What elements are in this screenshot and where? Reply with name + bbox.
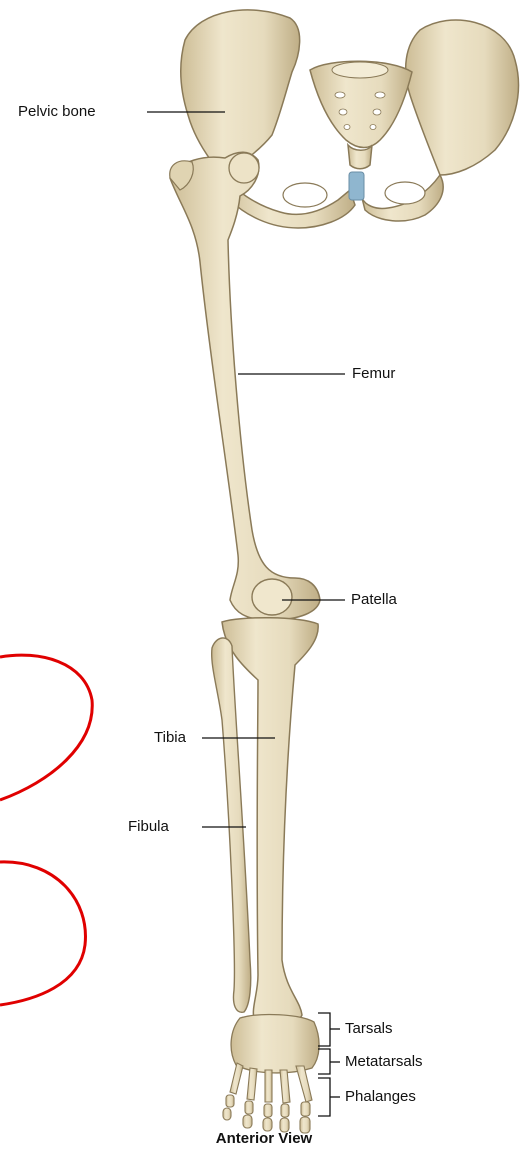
sacral-promontory <box>332 62 388 78</box>
caption-anterior-view: Anterior View <box>0 1130 528 1147</box>
metatarsal-and-phalanx-bones <box>223 1063 312 1133</box>
label-fibula: Fibula <box>128 818 169 836</box>
label-femur: Femur <box>352 365 395 383</box>
tarsal-bones <box>231 1015 319 1073</box>
red-circle-lower <box>0 862 85 1005</box>
bracket-metatarsals <box>318 1049 330 1074</box>
label-phalanges: Phalanges <box>345 1088 416 1106</box>
red-circle-upper <box>0 655 92 800</box>
label-tarsals: Tarsals <box>345 1020 393 1038</box>
label-patella: Patella <box>351 591 397 609</box>
label-pelvic-bone: Pelvic bone <box>18 103 96 121</box>
fibula-bone <box>212 638 251 1012</box>
patella-bone <box>252 579 292 615</box>
pubic-symphysis <box>349 172 364 200</box>
label-metatarsals: Metatarsals <box>345 1053 423 1071</box>
femoral-head <box>229 153 259 183</box>
bracket-tarsals <box>318 1013 330 1046</box>
label-tibia: Tibia <box>154 729 186 747</box>
red-annotation-marks <box>0 655 92 1005</box>
bracket-phalanges <box>318 1078 330 1116</box>
